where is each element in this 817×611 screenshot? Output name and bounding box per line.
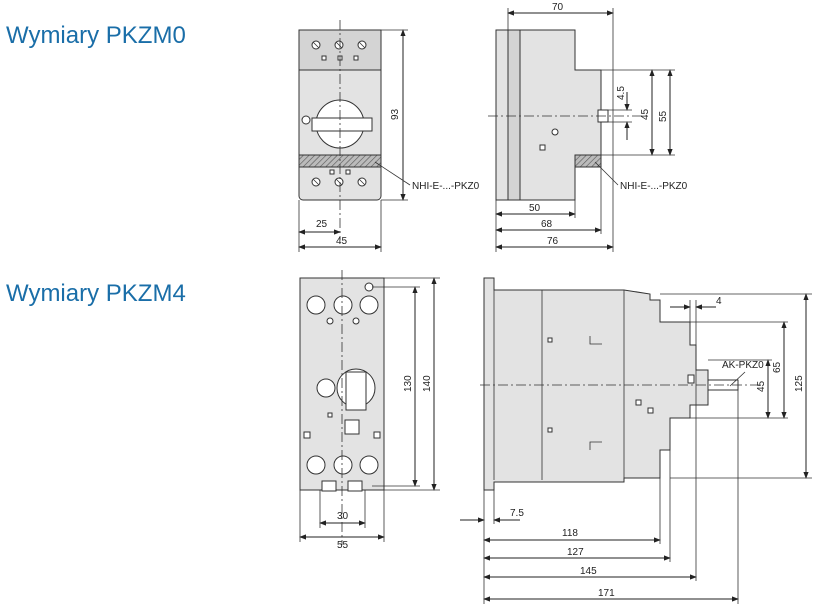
pkzm4-label-ak-pkz0: AK-PKZ0 [722, 360, 764, 371]
pkzm0-front-view [298, 20, 411, 252]
pkzm4-dim-4: 4 [716, 296, 722, 307]
pkzm4-dim-7-5: 7.5 [510, 508, 524, 519]
pkzm0-dim-68: 68 [541, 219, 553, 230]
pkzm0-dim-55-v: 55 [658, 110, 669, 122]
pkzm0-dim-70: 70 [552, 2, 564, 13]
terminal-screws-bottom [311, 169, 367, 187]
pkzm0-label-nhi-side: NHI-E-...-PKZ0 [620, 181, 688, 192]
pkzm0-dim-45-v: 45 [640, 108, 651, 120]
pkzm4-dim-130: 130 [403, 375, 414, 392]
terminals-bottom [306, 455, 379, 475]
pkzm4-dim-65: 65 [772, 361, 783, 373]
terminal-screws-top [311, 40, 367, 61]
terminals-top [306, 282, 379, 325]
pkzm4-front-view [299, 270, 440, 545]
pkzm4-dim-55: 55 [337, 540, 349, 551]
pkzm4-dim-118: 118 [562, 528, 578, 539]
lock-hole [316, 378, 336, 398]
title-pkzm4: Wymiary PKZM4 [6, 280, 186, 307]
pkzm4-dim-45: 45 [756, 380, 767, 392]
title-pkzm0: Wymiary PKZM0 [6, 22, 186, 49]
pkzm4-dim-140: 140 [422, 375, 433, 392]
knob-handle [311, 117, 373, 132]
pkzm4-side-view [460, 277, 812, 604]
pkzm0-dim-50: 50 [529, 203, 541, 214]
nhi-hatch-side [574, 154, 602, 168]
pkzm0-dim-93: 93 [390, 108, 401, 120]
pkzm4-dim-145: 145 [580, 566, 597, 577]
pkzm4-dim-125: 125 [794, 375, 805, 392]
pkzm0-dim-45-h: 45 [336, 236, 348, 247]
pkzm0-side-view [488, 8, 675, 252]
pkzm4-dim-171: 171 [598, 588, 615, 599]
pkzm4-dim-30: 30 [337, 511, 349, 522]
pkzm0-dim-76: 76 [547, 236, 559, 247]
pkzm0-label-nhi-front: NHI-E-...-PKZ0 [412, 181, 480, 192]
pkzm0-dim-25: 25 [316, 219, 328, 230]
pkzm0-dim-4-5: 4.5 [616, 86, 627, 100]
pkzm4-dim-127: 127 [567, 547, 584, 558]
